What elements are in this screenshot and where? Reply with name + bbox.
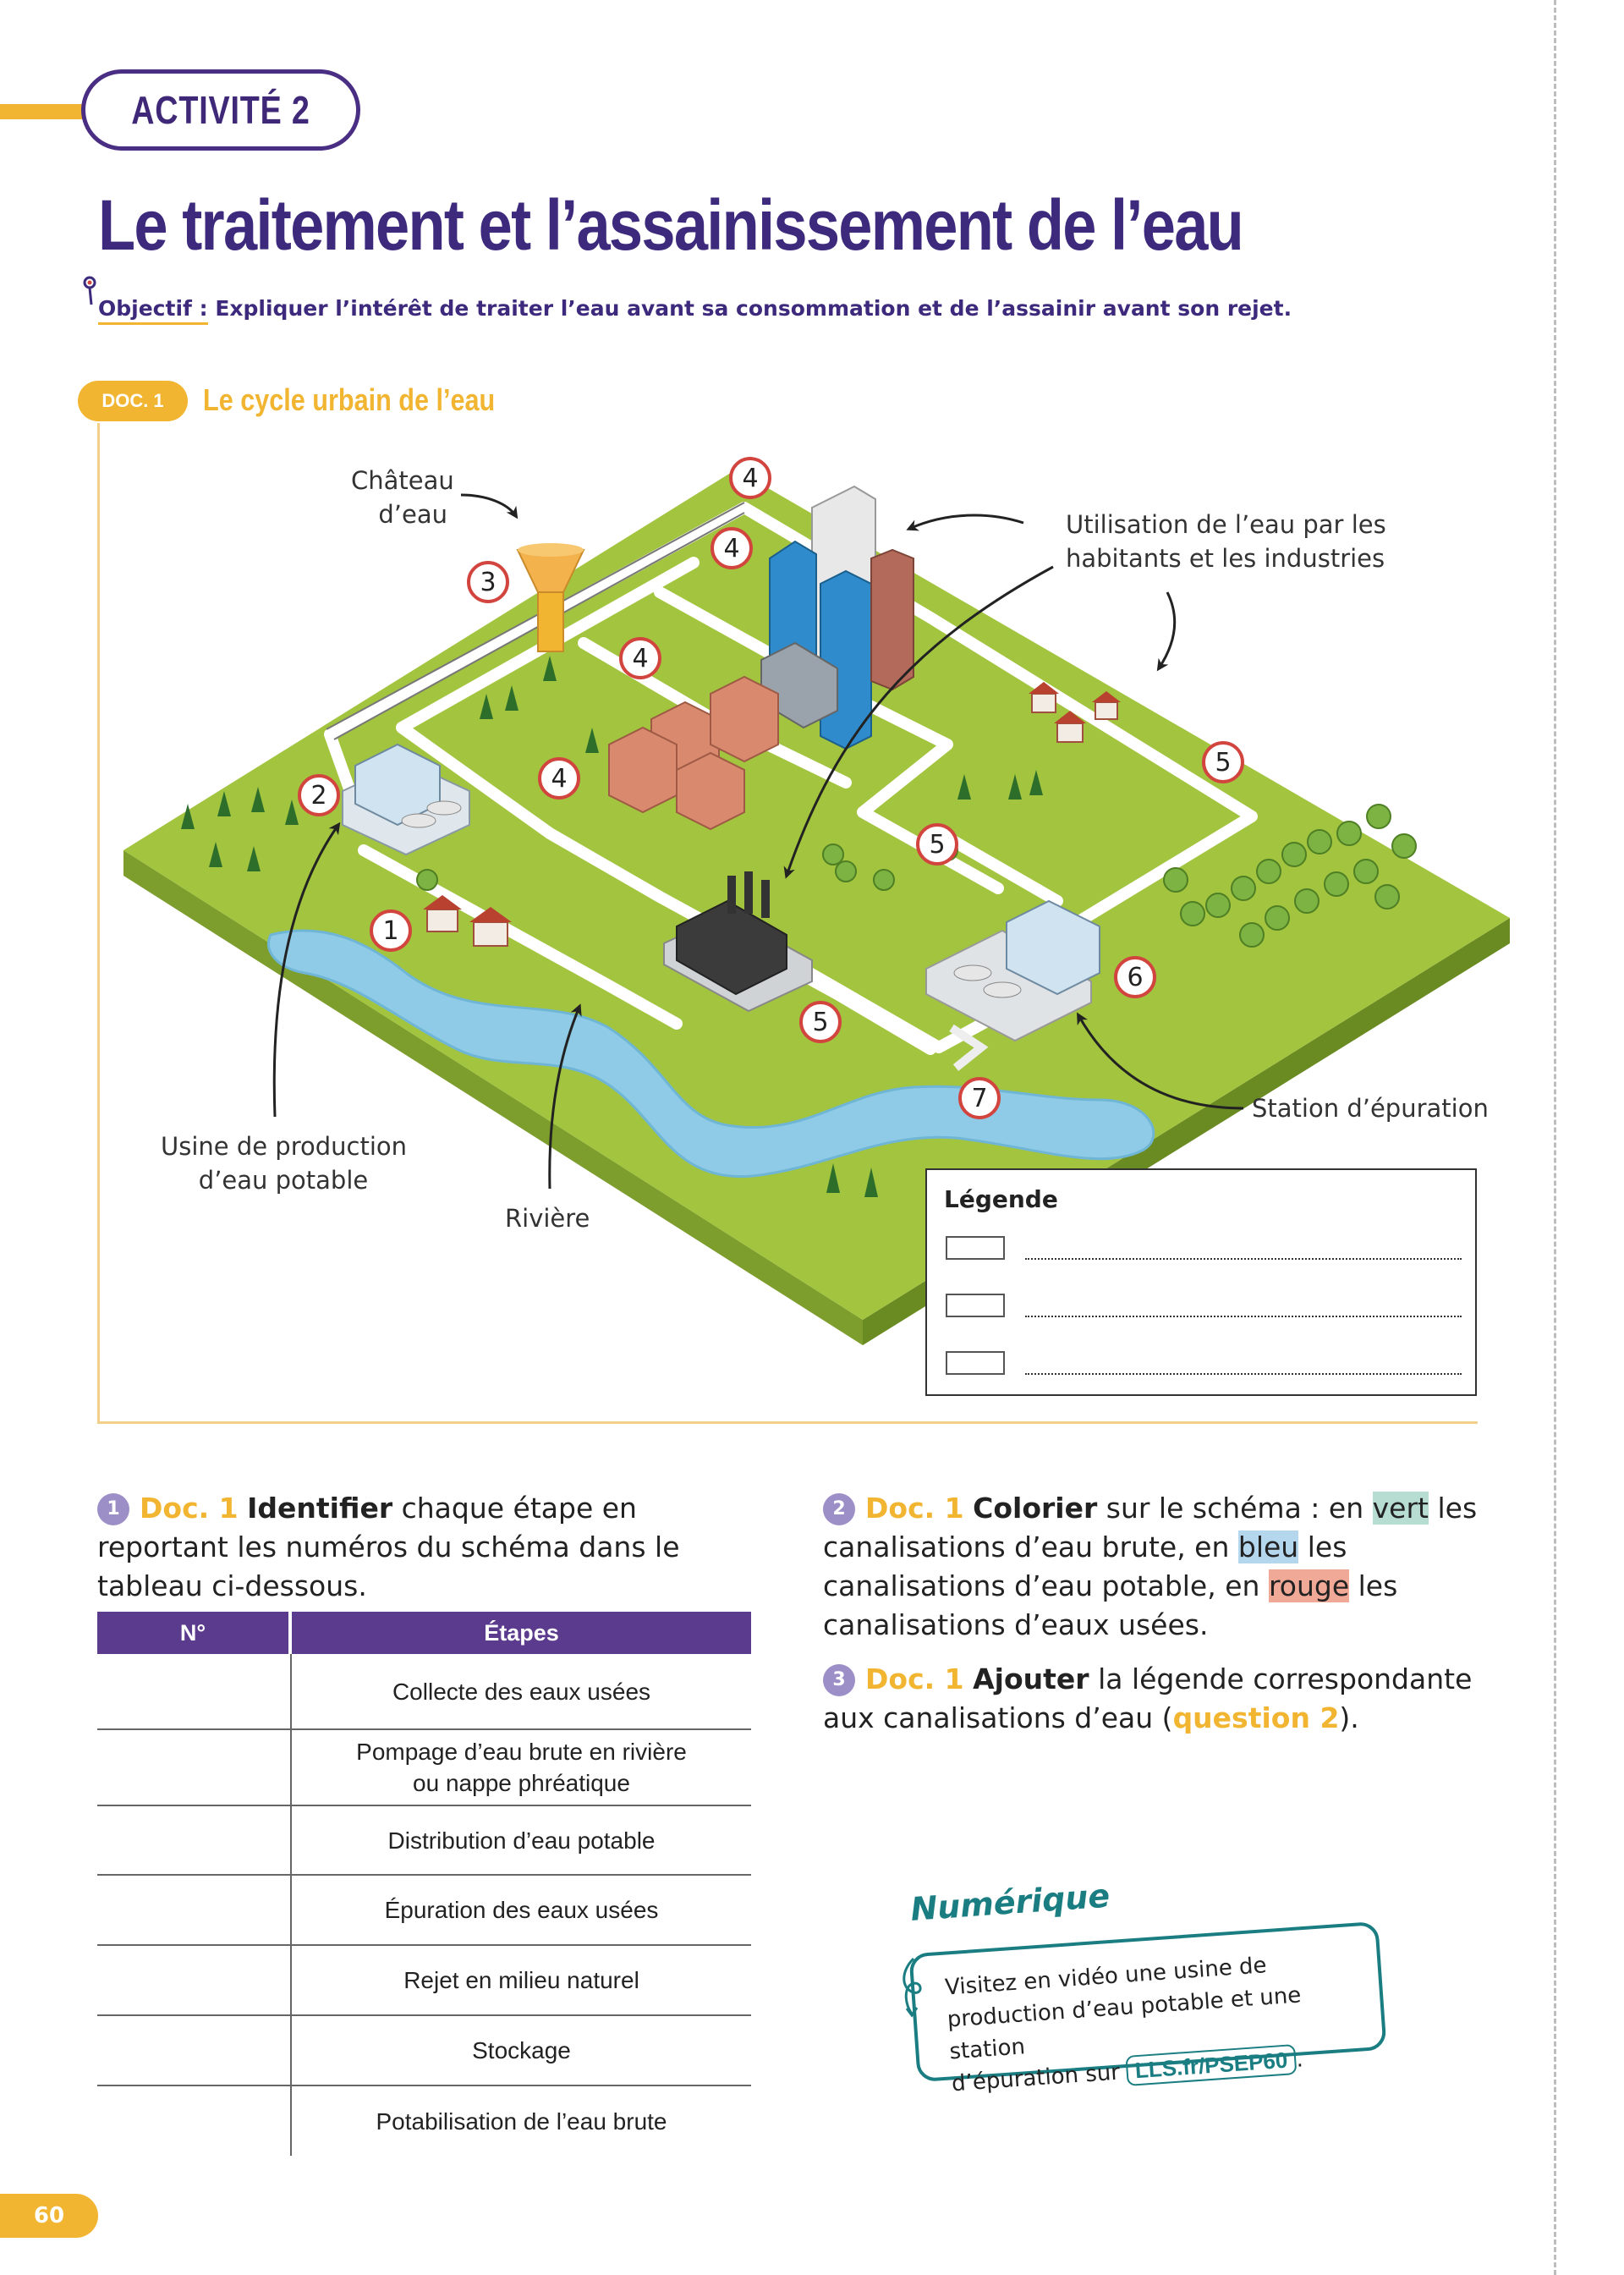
arrow-utilisation-tower [909,515,1023,529]
highlight-bleu: bleu [1238,1530,1298,1563]
label-usine-line1: Usine de production [161,1129,406,1163]
question-3-doc: Doc. 1 [865,1662,964,1695]
numerique-arrow-icon [897,1954,930,2022]
table-row: Épuration des eaux usées [97,1876,751,1946]
steps-table: N° Étapes Collecte des eaux usées Pompag… [97,1612,751,2156]
map-marker-4d: 4 [538,757,580,800]
map-marker-4b: 4 [710,527,753,569]
map-marker-2: 2 [298,774,340,816]
table-cell-num[interactable] [97,2016,292,2085]
legend-swatch-2[interactable] [946,1294,1005,1317]
etape-label: Collecte des eaux usées [392,1676,650,1707]
table-cell-etape: Rejet en milieu naturel [292,1946,751,2014]
table-row: Rejet en milieu naturel [97,1946,751,2016]
numerique-title: Numérique [909,1877,1111,1928]
label-usine-line2: d’eau potable [161,1163,406,1197]
etape-label: Épuration des eaux usées [385,1894,659,1926]
numerique-end: . [1295,2047,1303,2073]
table-row: Collecte des eaux usées [97,1654,751,1730]
legend-title: Légende [944,1185,1058,1213]
label-utilisation: Utilisation de l’eau par les habitants e… [1066,508,1386,575]
question-2-text-1: sur le schéma : en [1106,1492,1363,1525]
label-usine: Usine de production d’eau potable [161,1129,406,1197]
table-header: N° Étapes [97,1612,751,1654]
map-marker-6: 6 [1114,956,1156,998]
question-3-ref: question 2 [1173,1701,1340,1734]
label-chateau-line1: Château [351,464,447,497]
legend-line-3[interactable] [1025,1373,1462,1375]
table-row: Potabilisation de l’eau brute [97,2086,751,2156]
table-cell-etape: Stockage [292,2016,751,2085]
header-etapes: Étapes [292,1612,751,1654]
etape-label: Distribution d’eau potable [388,1825,656,1856]
highlight-vert: vert [1373,1492,1429,1525]
question-2-verb: Colorier [973,1492,1097,1525]
table-row: Stockage [97,2016,751,2086]
arrow-utilisation-down [1159,592,1175,668]
question-1-number: 1 [97,1493,129,1525]
table-cell-num[interactable] [97,1946,292,2014]
map-marker-1: 1 [370,909,412,952]
highlight-rouge: rouge [1269,1569,1349,1602]
label-utilisation-line2: habitants et les industries [1066,541,1386,575]
legend-box: Légende [925,1168,1477,1396]
table-row: Distribution d’eau potable [97,1806,751,1876]
question-1-verb: Identifier [247,1492,392,1525]
table-cell-num[interactable] [97,1654,292,1728]
etape-label: Potabilisation de l’eau brute [376,2106,667,2137]
page-number: 60 [0,2194,98,2238]
legend-swatch-1[interactable] [946,1236,1005,1260]
label-riviere: Rivière [505,1201,590,1235]
label-chateau: Château d’eau [351,464,447,531]
map-marker-7: 7 [958,1077,1001,1119]
legend-line-2[interactable] [1025,1316,1462,1317]
etape-label: Rejet en milieu naturel [403,1965,639,1996]
map-marker-5a: 5 [1202,741,1244,783]
table-cell-etape: Collecte des eaux usées [292,1654,751,1728]
table-cell-etape: Potabilisation de l’eau brute [292,2086,751,2156]
question-3-verb: Ajouter [973,1662,1089,1695]
etape-label-line2: ou nappe phréatique [356,1767,687,1799]
table-cell-num[interactable] [97,1806,292,1874]
question-1: 1Doc. 1 Identifier chaque étape en repor… [97,1489,740,1606]
table-cell-etape: Épuration des eaux usées [292,1876,751,1944]
numerique-box: Visitez en vidéo une usine de production… [908,1921,1386,2082]
arrow-chateau [461,495,516,516]
header-num: N° [97,1612,292,1654]
map-marker-5c: 5 [799,1001,842,1043]
etape-label: Pompage d’eau brute en rivière [356,1736,687,1767]
question-2-number: 2 [823,1493,855,1525]
etape-label: Stockage [472,2035,571,2066]
label-station: Station d’épuration [1252,1091,1489,1125]
map-marker-5b: 5 [916,823,958,865]
table-cell-num[interactable] [97,2086,292,2156]
legend-line-1[interactable] [1025,1258,1462,1260]
table-cell-num[interactable] [97,1730,292,1805]
question-3-text-2: ). [1339,1701,1358,1734]
legend-swatch-3[interactable] [946,1351,1005,1375]
question-3-number: 3 [823,1664,855,1696]
map-marker-4a: 4 [729,457,771,499]
numerique-text: Visitez en vidéo une usine de production… [944,1942,1385,2100]
table-cell-etape: Distribution d’eau potable [292,1806,751,1874]
label-utilisation-line1: Utilisation de l’eau par les [1066,508,1386,541]
map-marker-3: 3 [467,561,509,603]
label-chateau-line2: d’eau [351,497,447,531]
question-2-doc: Doc. 1 [865,1492,964,1525]
map-marker-4c: 4 [619,637,661,679]
table-cell-num[interactable] [97,1876,292,1944]
question-2: 2 Doc. 1 Colorier sur le schéma : en vert… [823,1489,1483,1645]
question-1-doc: Doc. 1 [140,1492,239,1525]
